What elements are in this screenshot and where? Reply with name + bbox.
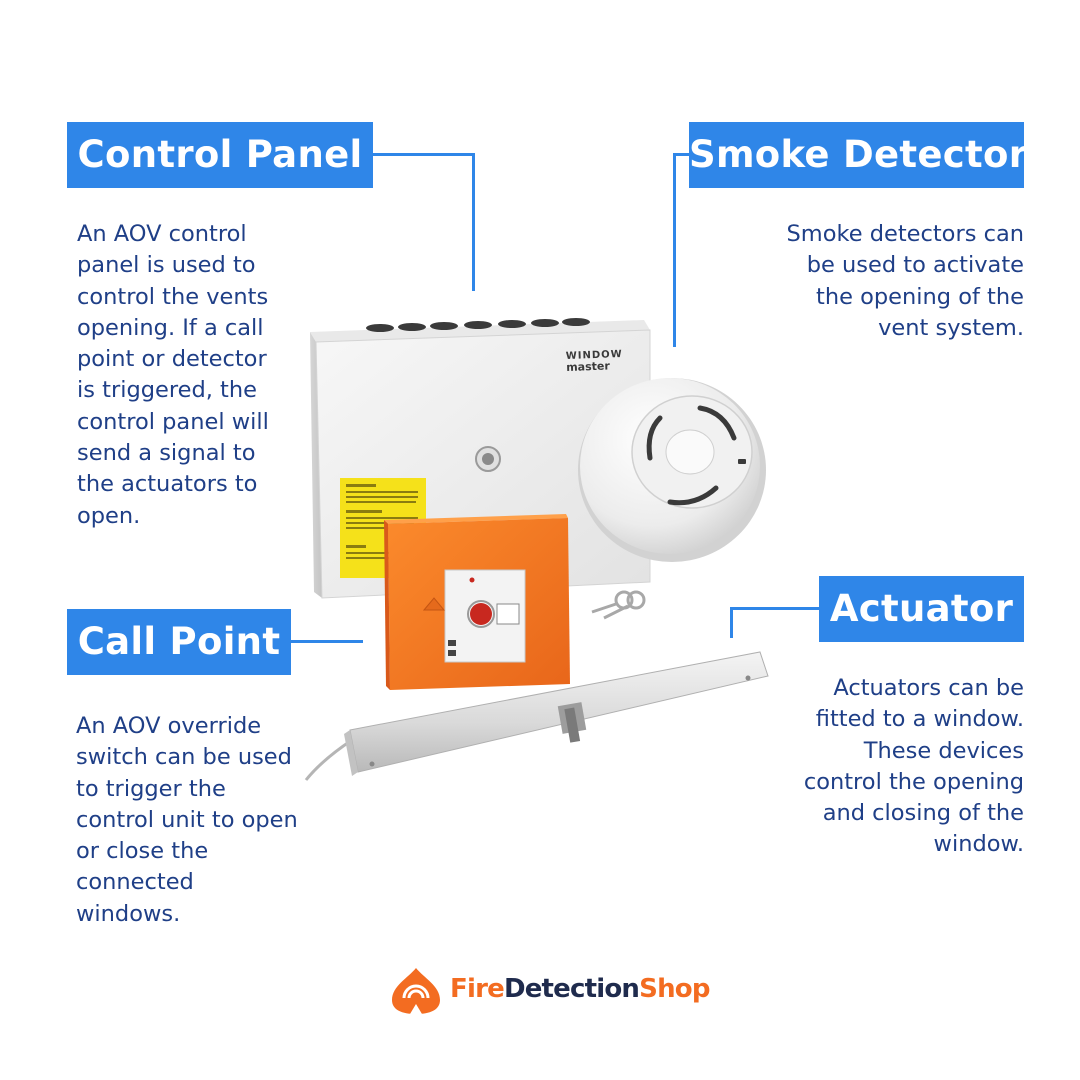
description-line: control panel will <box>77 408 269 435</box>
flame-icon <box>392 968 440 1014</box>
call-point-description: An AOV override switch can be used to tr… <box>76 711 316 930</box>
description-line: opening. If a call <box>77 314 264 341</box>
control-panel-description: An AOV control panel is used to control … <box>77 219 297 532</box>
description-line: fitted to a window. <box>815 706 1024 733</box>
description-line: vent system. <box>878 314 1024 341</box>
description-line: switch can be used <box>76 744 292 771</box>
description-line: be used to activate <box>806 252 1024 279</box>
description-line: point or detector <box>77 346 267 373</box>
description-line: to trigger the <box>76 775 226 802</box>
description-line: An AOV control <box>77 221 247 247</box>
fire-detection-shop-logo: FireDetectionShop <box>388 966 710 1016</box>
description-line: and closing of the <box>822 800 1024 827</box>
product-brand-line-2: master <box>565 359 610 374</box>
logo-part-shop: Shop <box>639 974 710 1004</box>
smoke-detector-device <box>578 378 766 620</box>
call-point-connector <box>291 640 363 643</box>
actuator-description: Actuators can be fitted to a window. The… <box>774 673 1024 861</box>
call-point-title: Call Point <box>67 609 291 675</box>
actuator-title: Actuator <box>819 576 1024 642</box>
description-line: windows. <box>76 900 181 927</box>
logo-wordmark: FireDetectionShop <box>450 974 710 1004</box>
description-line: send a signal to <box>77 440 256 467</box>
control-panel-connector-horizontal <box>373 153 475 156</box>
smoke-detector-connector-vertical <box>673 153 676 347</box>
description-line: is triggered, the <box>77 377 257 404</box>
description-line: the opening of the <box>816 283 1024 310</box>
description-line: Smoke detectors can <box>786 221 1024 247</box>
smoke-detector-title: Smoke Detector <box>689 122 1027 188</box>
description-line: window. <box>933 831 1024 858</box>
smoke-detector-connector-horizontal <box>673 153 689 156</box>
description-line: Actuators can be <box>833 675 1024 701</box>
product-brand-mark: WINDOW master <box>565 349 624 374</box>
control-panel-connector-vertical <box>472 153 475 291</box>
smoke-detector-description: Smoke detectors can be used to activate … <box>764 219 1024 344</box>
description-line: panel is used to <box>77 252 256 279</box>
description-line: the actuators to <box>77 471 258 498</box>
actuator-device <box>304 651 769 781</box>
actuator-connector-vertical <box>730 607 733 638</box>
description-line: open. <box>77 502 141 529</box>
logo-part-fire: Fire <box>450 974 505 1004</box>
control-panel-title: Control Panel <box>67 122 373 188</box>
call-point-device <box>384 514 570 690</box>
description-line: control the vents <box>77 283 269 310</box>
description-line: These devices <box>863 737 1024 764</box>
description-line: or close the <box>76 838 209 865</box>
logo-part-detection: Detection <box>503 974 640 1004</box>
description-line: control the opening <box>803 768 1024 795</box>
description-line: An AOV override <box>76 713 262 739</box>
description-line: connected <box>76 869 194 896</box>
actuator-connector-horizontal <box>730 607 819 610</box>
description-line: control unit to open <box>76 806 298 833</box>
